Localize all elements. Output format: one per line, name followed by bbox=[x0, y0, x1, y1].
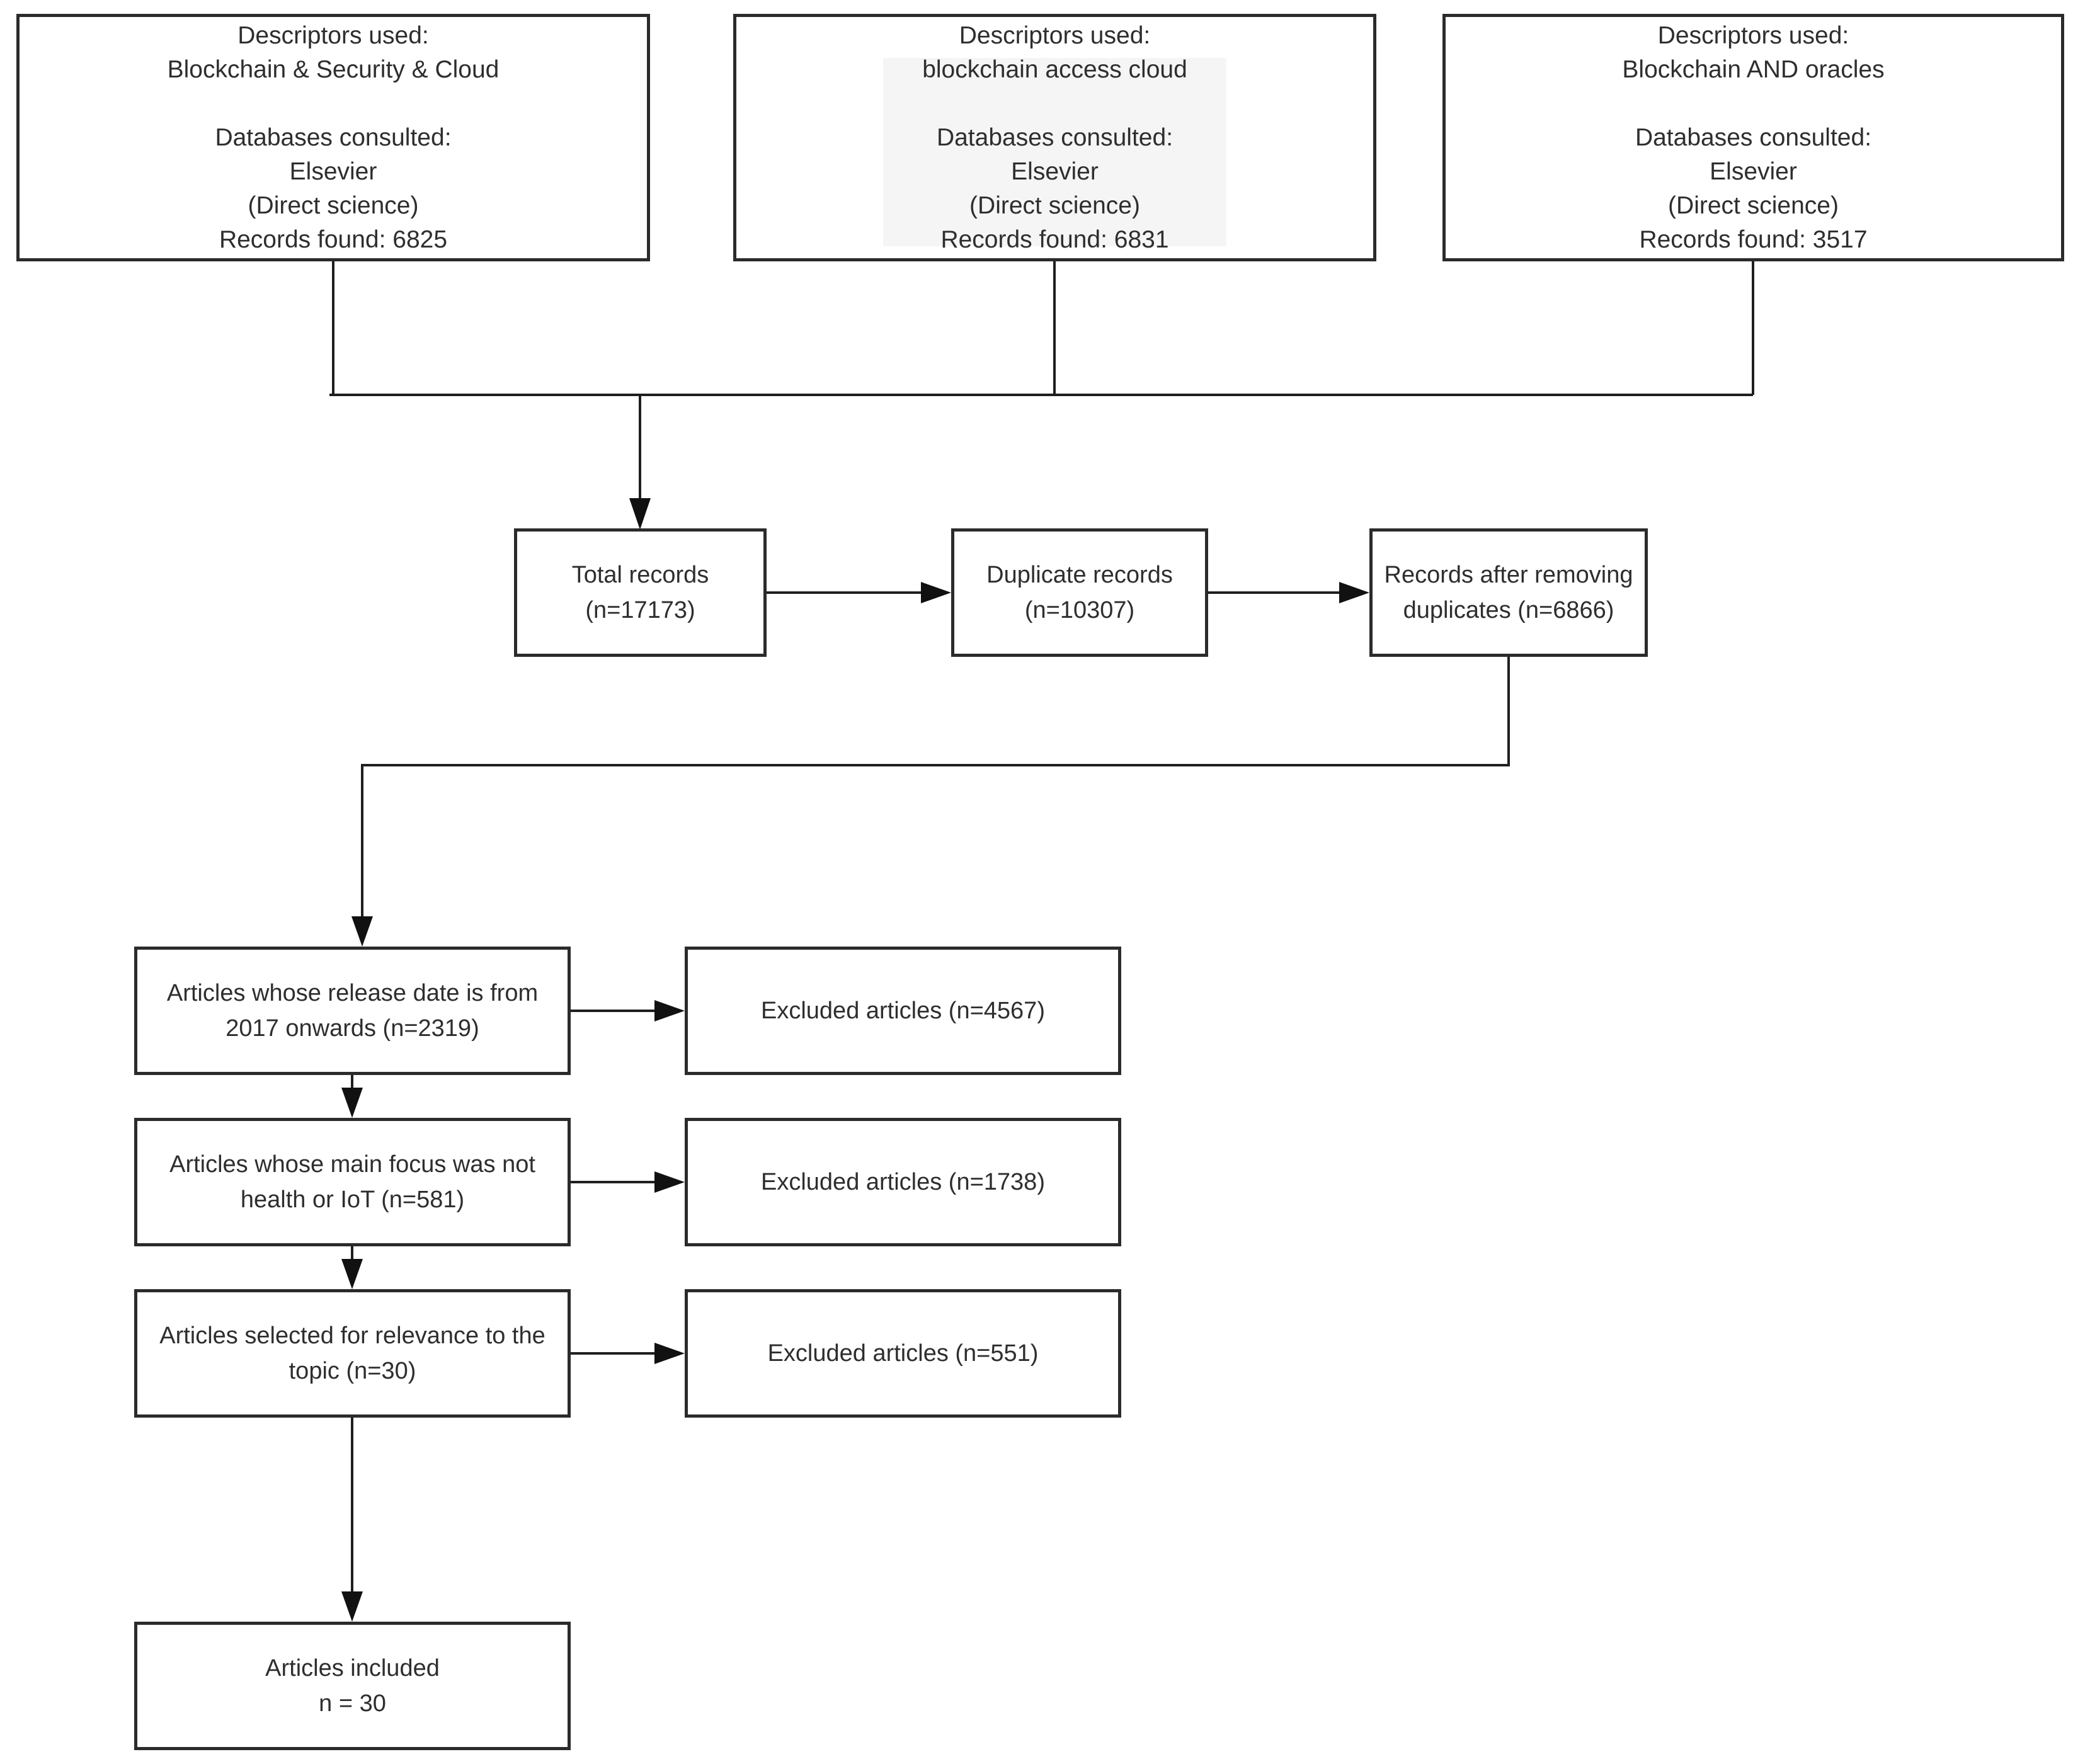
box-line: Descriptors used: bbox=[1657, 21, 1849, 49]
box-line bbox=[736, 87, 1373, 121]
box-line: (n=10307) bbox=[1024, 597, 1135, 623]
excluded-articles-box-3: Excluded articles (n=551) bbox=[685, 1289, 1121, 1418]
box-line: Duplicate records bbox=[986, 562, 1173, 588]
arrowhead-into-relevance-filter bbox=[341, 1259, 363, 1289]
box-line: (Direct science) bbox=[248, 191, 419, 219]
box-line: Elsevier bbox=[1011, 157, 1099, 185]
records-after-duplicates-box: Records after removing duplicates (n=686… bbox=[1369, 528, 1648, 657]
box-line: health or IoT (n=581) bbox=[240, 1186, 465, 1213]
box-line: Excluded articles (n=551) bbox=[767, 1340, 1039, 1367]
box-line: 2017 onwards (n=2319) bbox=[226, 1015, 479, 1042]
box-line: Descriptors used: bbox=[237, 21, 429, 49]
date-filter-box: Articles whose release date is from 2017… bbox=[134, 947, 571, 1075]
box-line: Articles included bbox=[265, 1655, 440, 1681]
box-line: Records found: 6831 bbox=[940, 225, 1169, 253]
excluded-articles-box-2: Excluded articles (n=1738) bbox=[685, 1118, 1121, 1246]
arrowhead-into-included bbox=[341, 1591, 363, 1622]
box-line: Records after removing bbox=[1384, 562, 1633, 588]
box-line: topic (n=30) bbox=[288, 1358, 416, 1384]
box-line: (n=17173) bbox=[585, 597, 695, 623]
box-line: (Direct science) bbox=[1668, 191, 1839, 219]
arrowhead-into-total bbox=[629, 498, 651, 530]
box-line bbox=[20, 87, 647, 121]
articles-included-box: Articles included n = 30 bbox=[134, 1622, 571, 1750]
duplicate-records-box: Duplicate records (n=10307) bbox=[951, 528, 1208, 657]
arrowhead-into-focus-filter bbox=[341, 1088, 363, 1118]
arrowhead-into-excluded-relevance bbox=[654, 1343, 685, 1364]
box-line: Total records bbox=[571, 562, 709, 588]
box-line: Databases consulted: bbox=[1635, 123, 1872, 151]
box-line: Articles whose release date is from bbox=[166, 980, 539, 1006]
text-highlight-patch bbox=[882, 58, 1227, 246]
search-strategy-box-1: Descriptors used: Blockchain & Security … bbox=[16, 14, 650, 261]
box-line: blockchain access cloud bbox=[922, 55, 1187, 83]
box-line: Elsevier bbox=[289, 157, 377, 185]
box-line: Blockchain AND oracles bbox=[1622, 55, 1885, 83]
arrowhead-into-excluded-date bbox=[654, 1000, 685, 1021]
arrowhead-into-excluded-focus bbox=[654, 1171, 685, 1193]
total-records-box: Total records (n=17173) bbox=[514, 528, 767, 657]
box-line: Descriptors used: bbox=[959, 21, 1151, 49]
box-line: Elsevier bbox=[1710, 157, 1797, 185]
search-strategy-box-3: Descriptors used: Blockchain AND oracles… bbox=[1442, 14, 2064, 261]
focus-filter-box: Articles whose main focus was not health… bbox=[134, 1118, 571, 1246]
box-line: Articles selected for relevance to the bbox=[159, 1323, 545, 1349]
box-line bbox=[1446, 87, 2061, 121]
box-line: Records found: 6825 bbox=[219, 225, 448, 253]
box-line: Databases consulted: bbox=[215, 123, 452, 151]
box-line: n = 30 bbox=[319, 1690, 386, 1717]
box-line: Blockchain & Security & Cloud bbox=[167, 55, 500, 83]
connector-after-to-date-filter bbox=[361, 657, 1510, 919]
relevance-filter-box: Articles selected for relevance to the t… bbox=[134, 1289, 571, 1418]
arrowhead-into-after-duplicates bbox=[1339, 582, 1369, 603]
arrowhead-into-duplicates bbox=[921, 582, 951, 603]
box-line: Databases consulted: bbox=[936, 123, 1174, 151]
search-strategy-box-2: Descriptors used: blockchain access clou… bbox=[733, 14, 1376, 261]
box-line: Excluded articles (n=1738) bbox=[761, 1169, 1045, 1195]
box-line: duplicates (n=6866) bbox=[1403, 597, 1614, 623]
box-line: Excluded articles (n=4567) bbox=[761, 998, 1045, 1024]
box-line: Articles whose main focus was not bbox=[169, 1151, 535, 1178]
box-line: Records found: 3517 bbox=[1639, 225, 1868, 253]
arrowhead-into-date-filter bbox=[351, 916, 373, 947]
excluded-articles-box-1: Excluded articles (n=4567) bbox=[685, 947, 1121, 1075]
box-line: (Direct science) bbox=[969, 191, 1140, 219]
